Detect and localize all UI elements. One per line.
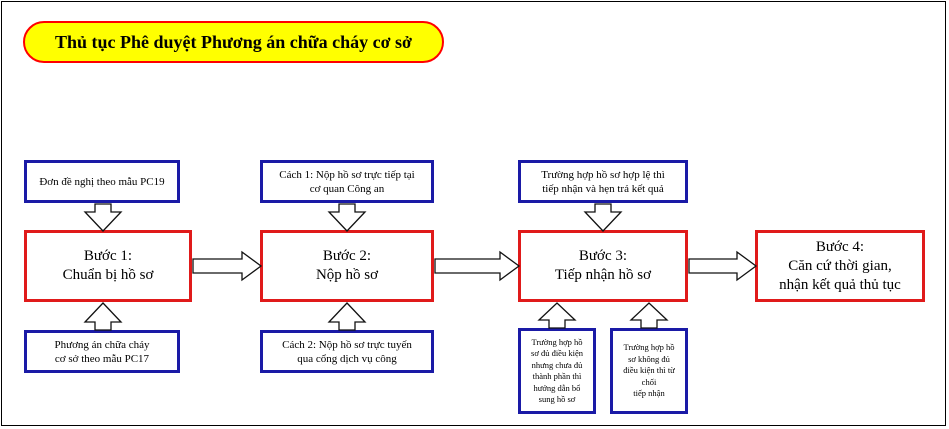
arrow-up-into-step3-left [537, 302, 577, 329]
arrow-up-into-step1 [83, 302, 123, 331]
input-step3-valid-case: Trường hợp hồ sơ hợp lệ thì tiếp nhận và… [518, 160, 688, 203]
step-2-box: Bước 2: Nộp hồ sơ [260, 230, 434, 302]
arrow-down-into-step1 [83, 203, 123, 232]
arrow-step1-to-step2 [192, 250, 263, 282]
input-step1-application-form: Đơn đề nghị theo mẫu PC19 [24, 160, 180, 203]
diagram-title: Thủ tục Phê duyệt Phương án chữa cháy cơ… [23, 21, 444, 63]
arrow-up-into-step2 [327, 302, 367, 331]
input-step3-reject-case: Trường hợp hồ sơ không đủ điều kiện thì … [610, 328, 688, 414]
step-3-box: Bước 3: Tiếp nhận hồ sơ [518, 230, 688, 302]
arrow-step2-to-step3 [434, 250, 521, 282]
arrow-up-into-step3-right [629, 302, 669, 329]
arrow-step3-to-step4 [688, 250, 758, 282]
input-step2-direct-submission: Cách 1: Nộp hồ sơ trực tiếp tại cơ quan … [260, 160, 434, 203]
step-1-box: Bước 1: Chuẩn bị hồ sơ [24, 230, 192, 302]
input-step1-plan-document: Phương án chữa cháy cơ sở theo mẫu PC17 [24, 330, 180, 373]
input-step3-supplement-case: Trường hợp hồ sơ đủ điều kiện nhưng chưa… [518, 328, 596, 414]
input-step2-online-submission: Cách 2: Nộp hồ sơ trực tuyến qua cổng dị… [260, 330, 434, 373]
arrow-down-into-step3 [583, 203, 623, 232]
step-4-box: Bước 4: Căn cứ thời gian, nhận kết quả t… [755, 230, 925, 302]
arrow-down-into-step2 [327, 203, 367, 232]
